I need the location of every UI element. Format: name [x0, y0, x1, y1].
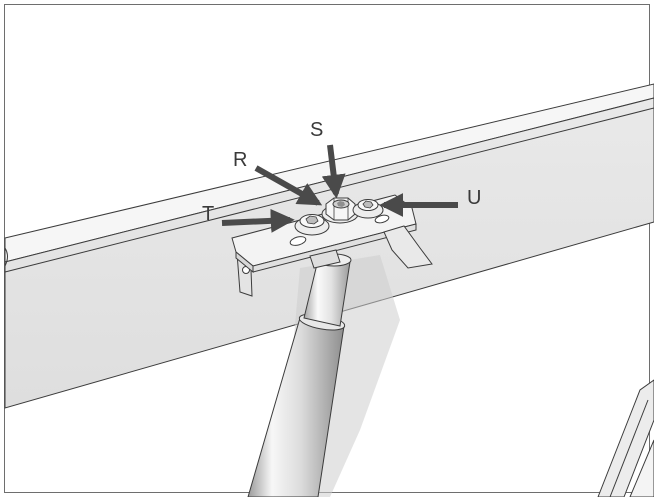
label-s: S: [310, 119, 323, 141]
label-r: R: [233, 149, 247, 171]
arrow-t: [221, 208, 295, 233]
fasteners: [294, 197, 384, 236]
label-t: T: [202, 203, 214, 225]
arrow-r: [254, 165, 323, 206]
callout-arrows: [221, 144, 458, 233]
screw-u: [352, 199, 384, 219]
beam-left-mark: [4, 247, 8, 267]
center-nut: [321, 197, 359, 224]
label-u: U: [467, 187, 481, 209]
arrow-s: [321, 144, 346, 199]
callout-labels: S R T U: [202, 119, 481, 225]
beam-top-face: [4, 83, 654, 263]
screw-t: [294, 214, 330, 236]
bracket-clamp: [383, 225, 433, 269]
background-struts: [597, 379, 654, 497]
